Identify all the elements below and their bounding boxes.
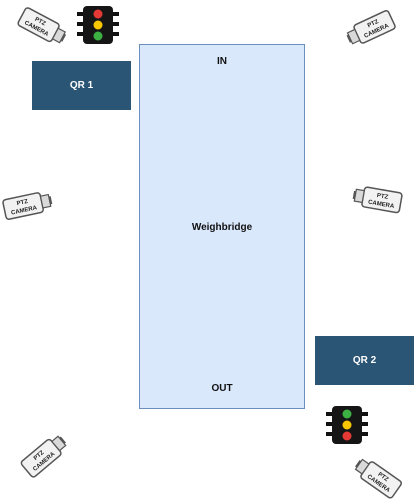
camera-text-bottom: CAMERA bbox=[368, 200, 396, 211]
qr-reader-1-label: QR 1 bbox=[69, 80, 94, 91]
traffic-light-icon bbox=[77, 6, 119, 44]
camera-icon: PTZ CAMERA bbox=[1, 187, 55, 223]
light-bottom bbox=[342, 431, 352, 441]
weighbridge-name-label: Weighbridge bbox=[191, 222, 253, 233]
camera-text-top: PTZ bbox=[16, 199, 29, 207]
camera-text-bottom: CAMERA bbox=[11, 205, 39, 216]
camera-text-top: PTZ bbox=[376, 193, 389, 201]
camera-icon: PTZ CAMERA bbox=[349, 452, 405, 502]
light-top bbox=[342, 409, 352, 419]
camera-icon: PTZ CAMERA bbox=[17, 429, 72, 481]
camera-text-top: PTZ bbox=[34, 17, 47, 28]
light-middle bbox=[93, 20, 103, 30]
camera-text-top: PTZ bbox=[367, 19, 380, 29]
qr-reader-2: QR 2 bbox=[315, 336, 414, 385]
light-top bbox=[93, 9, 103, 19]
light-middle bbox=[342, 420, 352, 430]
camera-text-top: PTZ bbox=[376, 472, 389, 484]
weighbridge-in-label: IN bbox=[217, 56, 227, 67]
qr-reader-2-label: QR 2 bbox=[352, 355, 377, 366]
camera-icon: PTZ CAMERA bbox=[350, 182, 404, 216]
weighbridge: IN Weighbridge OUT bbox=[139, 44, 305, 409]
qr-reader-1: QR 1 bbox=[32, 61, 131, 110]
weighbridge-out-label: OUT bbox=[211, 383, 233, 394]
camera-icon: PTZ CAMERA bbox=[342, 7, 398, 52]
light-bottom bbox=[93, 31, 103, 41]
traffic-light-icon bbox=[326, 406, 368, 444]
camera-icon: PTZ CAMERA bbox=[15, 4, 71, 50]
